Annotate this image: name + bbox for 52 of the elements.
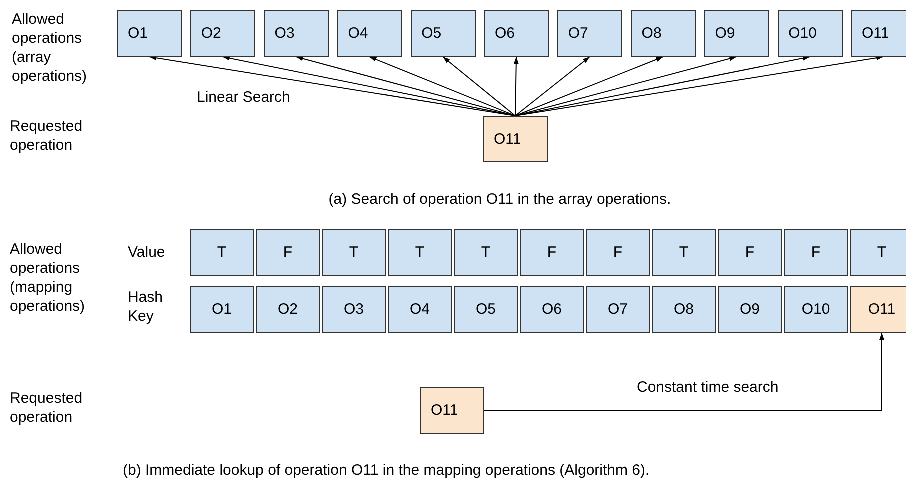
hash-key-cell: O9 [718, 286, 782, 333]
row-label: Allowed operations (mapping operations) [10, 240, 86, 316]
hash-key-cell: O3 [322, 286, 386, 333]
array-cell: O3 [264, 10, 329, 57]
annotation-text: Linear Search [197, 88, 290, 107]
array-cell: O4 [337, 10, 402, 57]
value-cell: F [784, 229, 848, 276]
edge-label: Constant time search [637, 378, 779, 396]
arrow [369, 56, 516, 116]
hash-key-cell: O11 [850, 286, 906, 333]
array-cell: O1 [117, 10, 182, 57]
row-label: Value [128, 243, 166, 262]
array-cell: O6 [484, 10, 549, 57]
requested-operation-box: O11 [420, 387, 484, 434]
hash-key-cell: O6 [520, 286, 584, 333]
array-cell: O5 [410, 10, 476, 57]
value-cell: T [850, 229, 906, 276]
value-cell: T [652, 229, 716, 276]
hash-key-cell: O2 [256, 286, 320, 333]
hash-key-cell: O5 [454, 286, 518, 333]
value-cell: T [190, 229, 254, 276]
value-cell: T [454, 229, 518, 276]
hash-key-cell: O4 [388, 286, 452, 333]
array-cell: O11 [851, 10, 906, 57]
row-label: Requested operation [10, 389, 84, 427]
arrow [515, 56, 884, 116]
array-cell: O2 [190, 10, 256, 57]
hash-key-cell: O8 [652, 286, 716, 333]
array-cell: O7 [557, 10, 622, 57]
array-cell: O9 [704, 10, 770, 57]
value-cell: F [520, 229, 584, 276]
array-cell: O10 [778, 10, 843, 57]
value-cell: F [256, 229, 320, 276]
hash-key-cell: O1 [190, 286, 254, 333]
arrow [442, 56, 516, 116]
arrow [514, 56, 519, 116]
array-cell: O8 [630, 10, 696, 57]
row-label: Allowed operations (array operations) [12, 10, 88, 86]
arrow [515, 56, 590, 116]
value-cell: T [388, 229, 452, 276]
figure-caption: (a) Search of operation O11 in the array operations. [328, 190, 672, 209]
arrow [515, 56, 664, 116]
row-label: Hash Key [128, 288, 164, 326]
requested-operation-box: O11 [483, 116, 548, 162]
figure-caption: (b) Immediate lookup of operation O11 in the mapping operations (Algorithm 6). [123, 461, 650, 480]
hash-key-cell: O7 [586, 286, 650, 333]
value-cell: F [718, 229, 782, 276]
value-cell: T [322, 229, 386, 276]
arrow [484, 332, 884, 411]
row-label: Requested operation [10, 117, 84, 155]
value-cell: F [586, 229, 650, 276]
hash-key-cell: O10 [784, 286, 848, 333]
